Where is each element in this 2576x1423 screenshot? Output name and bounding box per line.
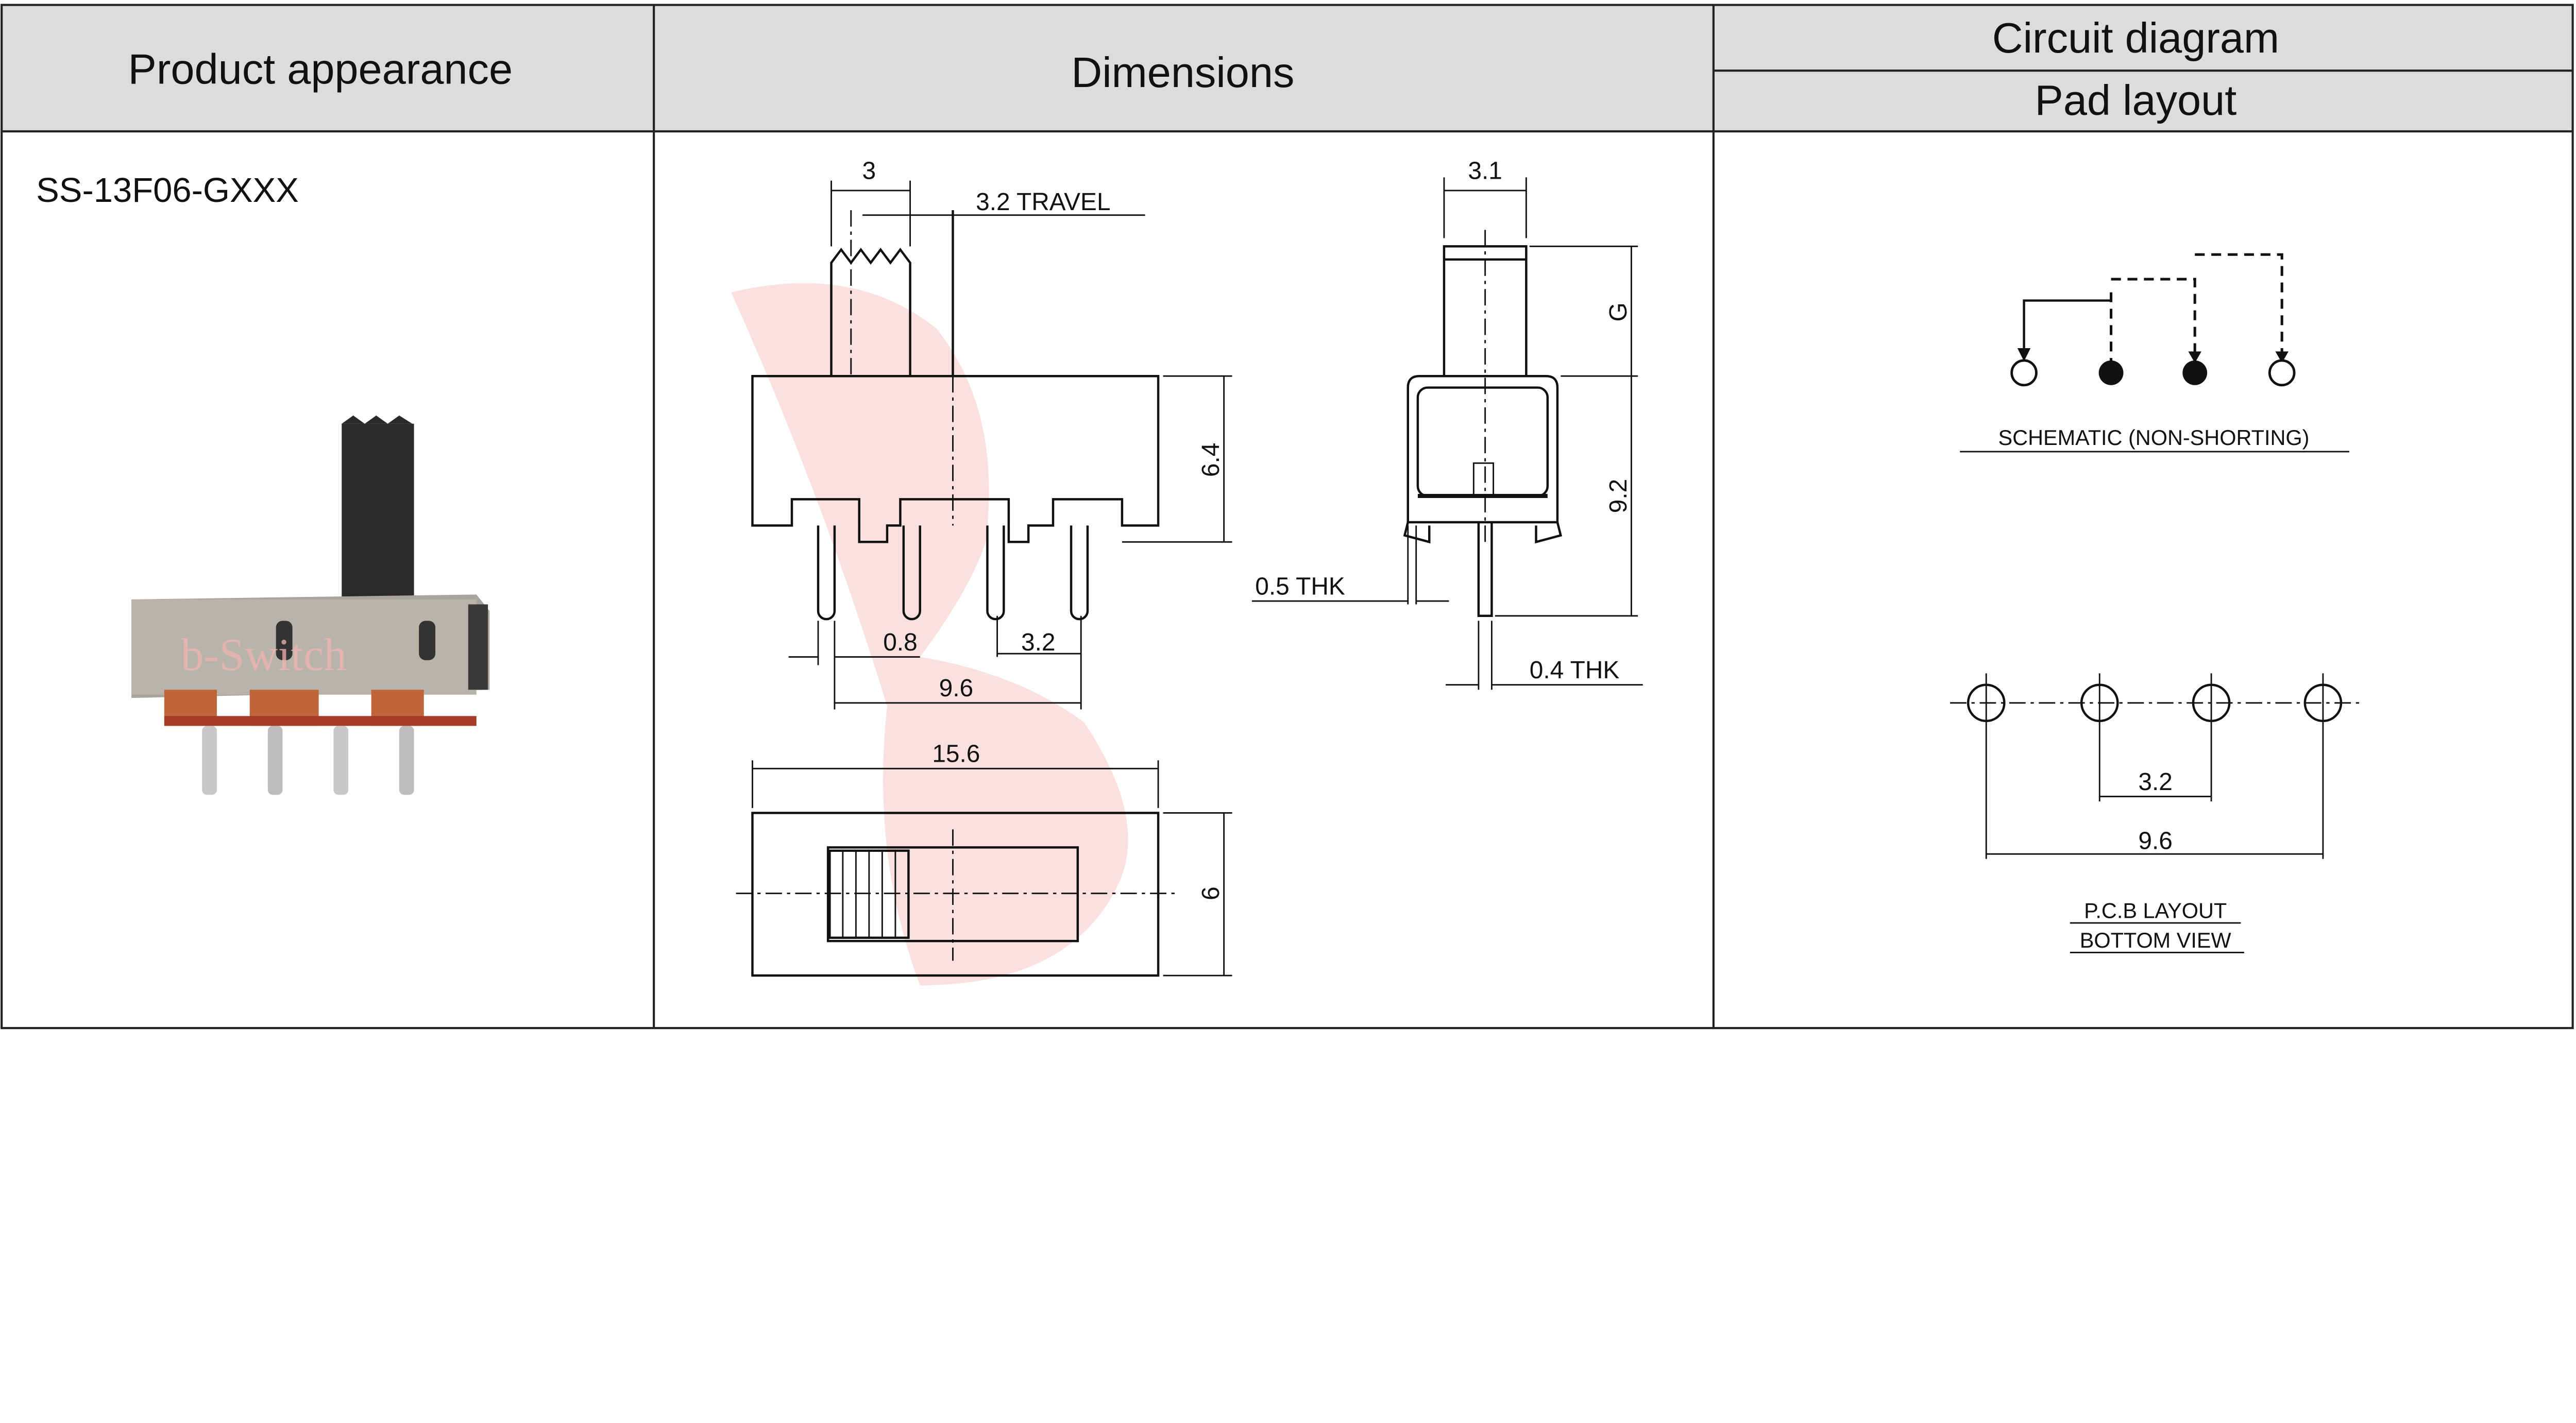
top-view-drawing: 15.6 6 [736,741,1232,977]
side-view-drawing: 3 3.2 TRAVEL 6.4 0.8 3.2 9.6 [751,158,1232,710]
dim-front-stem-width: 3.1 [1468,158,1502,185]
terminal-open-2 [2268,359,2296,387]
header-circuit-diagram: Circuit diagram [1992,14,2279,62]
header-dimensions: Dimensions [1071,48,1294,96]
product-photo: b-Switch [131,415,490,795]
dim-pin-pitch: 3.2 [1021,629,1055,656]
front-view-drawing: 3.1 G 9.2 0.5 THK 0.4 THK [1251,158,1643,690]
dim-actuator-height: G [1605,302,1632,321]
dim-pin-span: 9.6 [939,675,973,702]
spec-sheet: Product appearance Dimensions Circuit di… [1,4,2574,1030]
schematic-diagram: SCHEMATIC (NON-SHORTING) [1960,253,2349,453]
photo-watermark: b-Switch [181,629,347,680]
terminal-open-1 [2010,359,2038,387]
model-number: SS-13F06-GXXX [36,171,299,210]
dim-actuator-width: 3 [862,158,876,185]
terminal-common-1 [2098,360,2124,385]
header-pad-layout: Pad layout [2035,76,2237,124]
pcb-caption-line2: BOTTOM VIEW [2080,928,2231,952]
dim-pin-width: 0.8 [883,629,917,656]
brand-watermark [731,283,1128,986]
dim-frame-thickness: 0.5 THK [1255,573,1345,600]
dim-body-height: 6.4 [1197,443,1225,477]
pcb-dim-span: 9.6 [2138,828,2173,855]
terminal-common-2 [2182,360,2208,385]
table-frame [1,4,2574,1030]
dim-body-width: 6 [1197,886,1225,900]
header-product-appearance: Product appearance [128,45,513,93]
pcb-caption-line1: P.C.B LAYOUT [2084,899,2227,923]
pcb-layout-diagram: 3.2 9.6 P.C.B LAYOUT BOTTOM VIEW [1950,673,2361,953]
dim-overall-height: 9.2 [1605,479,1632,513]
pcb-dim-pitch: 3.2 [2138,768,2173,796]
dim-travel: 3.2 TRAVEL [976,188,1110,216]
dim-body-length: 15.6 [932,741,980,768]
schematic-caption: SCHEMATIC (NON-SHORTING) [1998,425,2310,450]
dim-pin-thickness: 0.4 THK [1530,657,1620,684]
